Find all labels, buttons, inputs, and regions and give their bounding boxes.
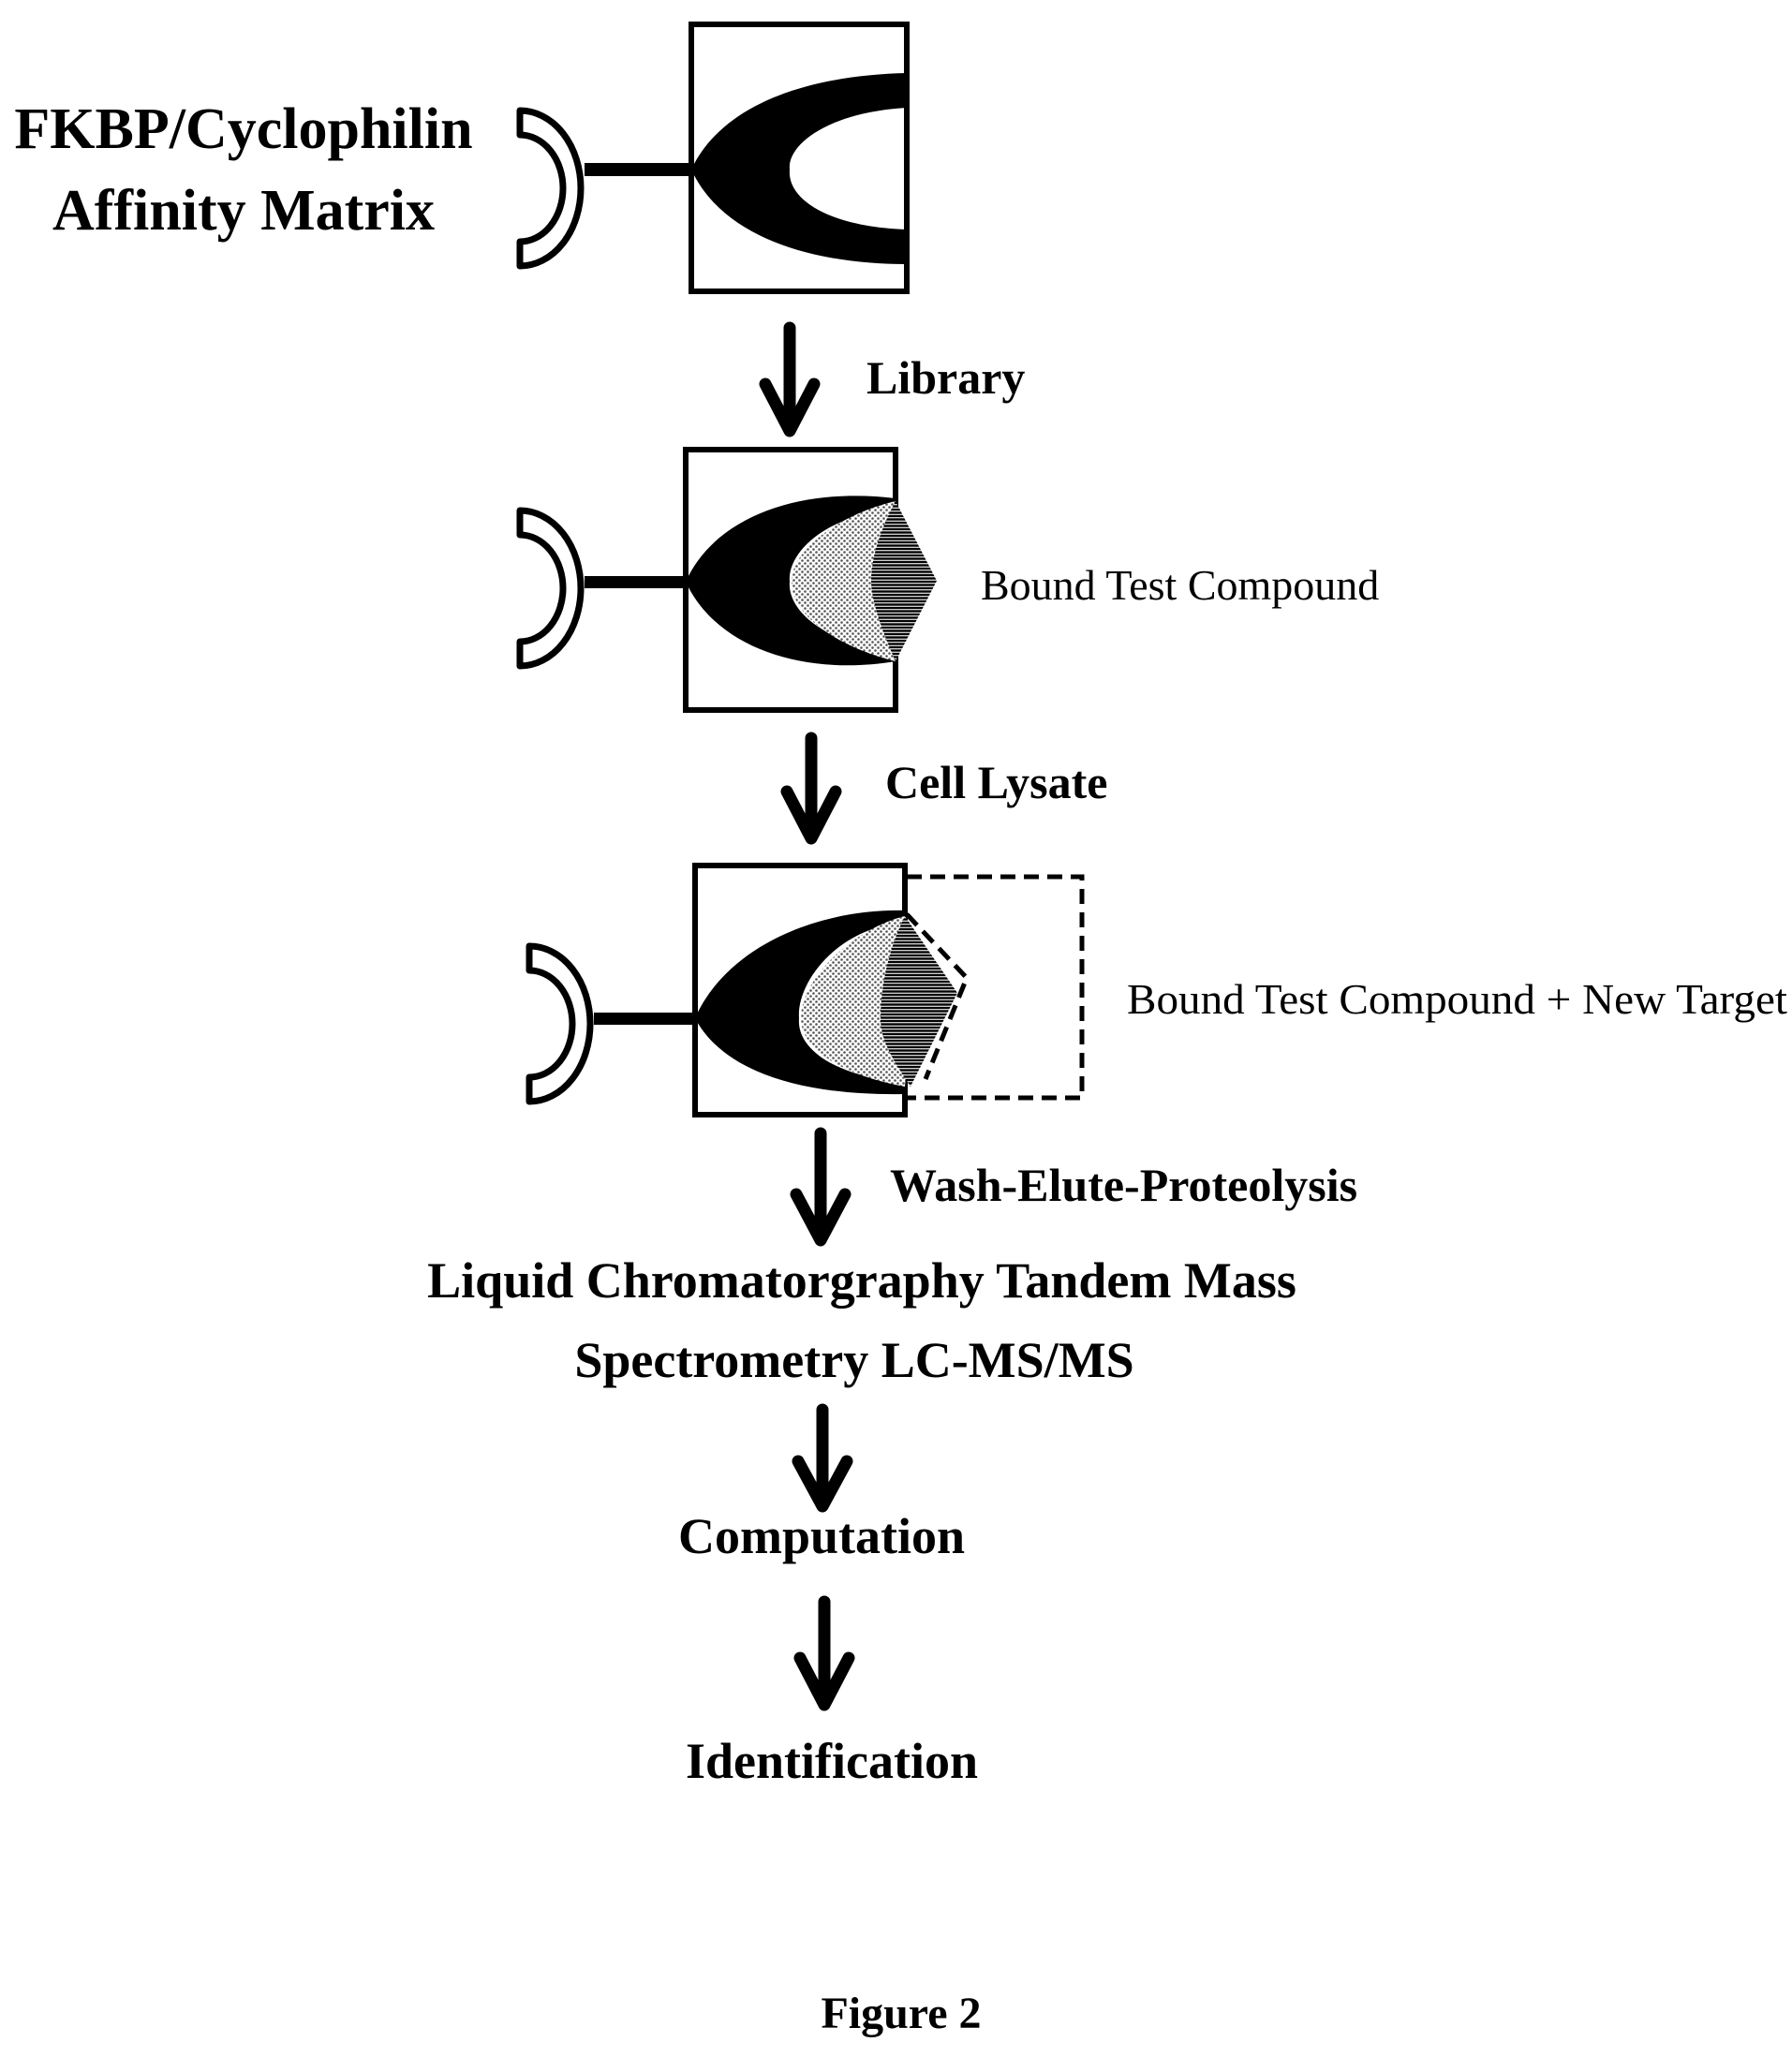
- down-arrow-icon: [780, 732, 842, 845]
- step-label-identification: Identification: [686, 1733, 978, 1789]
- step-lcms: Liquid Chromatorgraphy Tandem Mass Spect…: [427, 1252, 1296, 1388]
- bound-compound-label: Bound Test Compound: [981, 561, 1379, 609]
- new-target-dashed-outline: [905, 874, 1085, 1101]
- linker-bar: [594, 1013, 695, 1025]
- figure-caption: Figure 2: [821, 1989, 981, 2038]
- step-identification: Identification: [686, 1595, 978, 1789]
- compound-dotted-part: [792, 501, 901, 661]
- step-cell-lysate: Cell Lysate: [780, 732, 1107, 845]
- step-label-cell-lysate: Cell Lysate: [885, 756, 1107, 808]
- step-label-library: Library: [866, 351, 1025, 404]
- down-arrow-icon: [792, 1403, 853, 1513]
- matrix-label-line1: FKBP/Cyclophilin: [14, 97, 472, 161]
- binding-pocket-icon: [686, 496, 896, 666]
- step-label-computation: Computation: [678, 1508, 965, 1564]
- bead-icon: [516, 107, 585, 270]
- new-target-stage: Bound Test Compound + New Target: [526, 863, 1787, 1117]
- binding-pocket-icon: [691, 73, 907, 264]
- step-label-wash: Wash-Elute-Proteolysis: [890, 1159, 1357, 1211]
- matrix-label-line2: Affinity Matrix: [52, 179, 435, 243]
- down-arrow-icon: [759, 321, 821, 437]
- step-computation: Computation: [678, 1403, 965, 1564]
- step-wash: Wash-Elute-Proteolysis: [790, 1127, 1357, 1247]
- affinity-matrix-stage: FKBP/Cyclophilin Affinity Matrix: [14, 22, 910, 294]
- linker-bar: [585, 163, 689, 176]
- step-library: Library: [759, 321, 1025, 437]
- compound-hatched-part: [871, 501, 937, 661]
- bound-compound-target-label: Bound Test Compound + New Target: [1127, 975, 1787, 1023]
- down-arrow-icon: [790, 1127, 852, 1247]
- compound-dotted-part: [801, 916, 911, 1087]
- down-arrow-icon: [793, 1595, 855, 1711]
- bound-compound-stage: Bound Test Compound: [516, 447, 1379, 713]
- compound-hatched-part: [881, 916, 957, 1087]
- binding-pocket-icon: [695, 910, 905, 1095]
- linker-bar: [585, 576, 684, 588]
- lcms-label-line1: Liquid Chromatorgraphy Tandem Mass: [427, 1252, 1296, 1309]
- lcms-label-line2: Spectrometry LC-MS/MS: [574, 1332, 1133, 1388]
- bead-icon: [516, 507, 585, 670]
- bead-icon: [526, 942, 594, 1105]
